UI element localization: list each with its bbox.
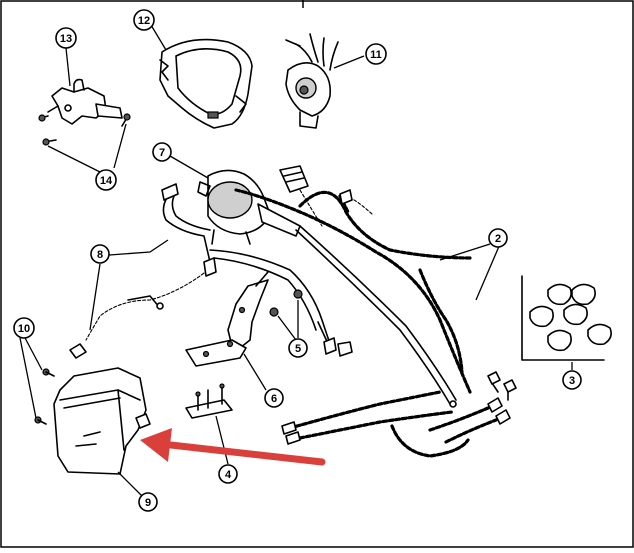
callout-4: 4 (218, 464, 238, 484)
part-11-switch (285, 33, 339, 129)
callout-12-label: 12 (138, 15, 150, 27)
part-2-wiring-harness (234, 188, 517, 458)
part-13-sensor-bracket (47, 78, 123, 125)
callout-14-label: 14 (100, 175, 113, 187)
electrical-connector (279, 165, 323, 227)
control-cable (295, 225, 457, 408)
callout-7: 7 (152, 142, 172, 162)
callout-2: 2 (488, 228, 508, 248)
callout-3: 3 (562, 370, 582, 390)
part-4-stud-plate (185, 383, 233, 419)
part-3-clips (521, 275, 612, 361)
callout-11: 11 (365, 43, 387, 65)
callout-8: 8 (90, 244, 110, 264)
red-pointer-arrow (140, 428, 326, 466)
callout-9-label: 9 (145, 497, 151, 509)
callout-12: 12 (133, 9, 155, 31)
part-5-nuts (269, 289, 303, 317)
callout-6: 6 (264, 388, 284, 408)
callout-10: 10 (13, 317, 35, 339)
callout-11-label: 11 (370, 49, 382, 61)
leader-lines (19, 19, 573, 497)
part-12-shroud (159, 38, 253, 129)
callout-5: 5 (288, 338, 308, 358)
part-8-vacuum-hoses (69, 183, 331, 359)
callout-9: 9 (138, 492, 158, 512)
arrow-head (140, 428, 172, 462)
callout-6-label: 6 (271, 393, 277, 405)
callout-5-label: 5 (295, 343, 301, 355)
part-10-screws (34, 368, 55, 425)
callout-10-label: 10 (18, 323, 30, 335)
arrow-shaft (158, 440, 326, 466)
part-9-control-module (53, 367, 151, 475)
callout-2-label: 2 (495, 233, 501, 245)
callout-7-label: 7 (159, 147, 165, 159)
callout-8-label: 8 (97, 249, 103, 261)
callout-13: 13 (55, 27, 77, 49)
callout-14: 14 (95, 169, 117, 191)
part-14-screws (38, 113, 131, 146)
connector-plugs (317, 321, 353, 357)
part-6-bracket (185, 271, 269, 367)
callout-4-label: 4 (225, 469, 232, 481)
callout-3-label: 3 (569, 375, 575, 387)
callout-13-label: 13 (60, 33, 72, 45)
